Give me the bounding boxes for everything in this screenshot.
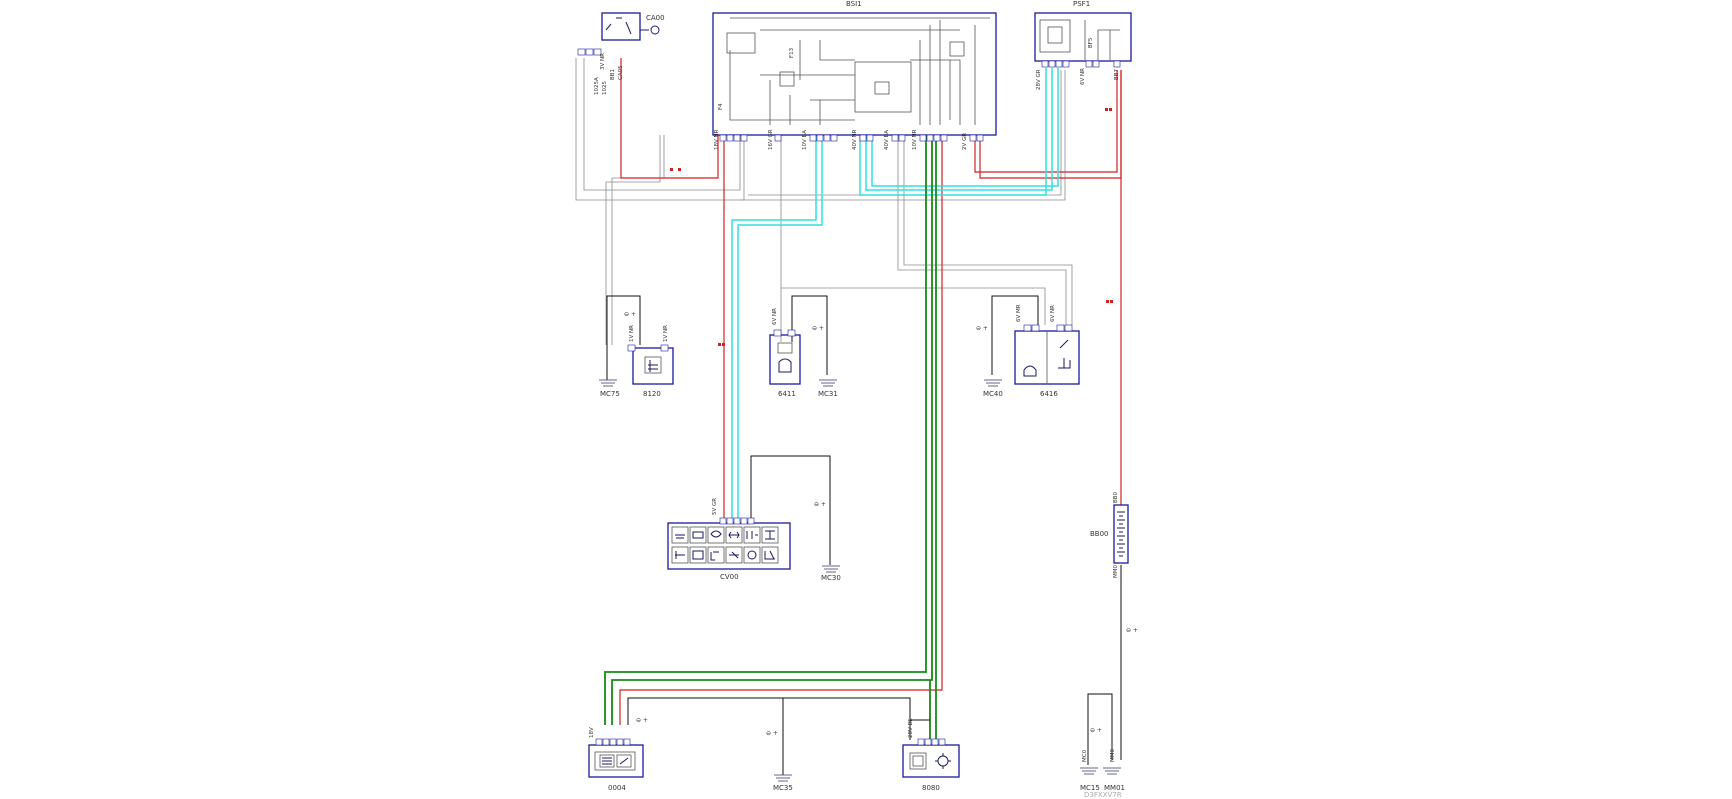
d0004-label: 0004 (608, 784, 626, 792)
bsi-conn-5: 40V BA (884, 130, 890, 150)
bb00-label: BB00 (1090, 530, 1109, 538)
ground-mark-3: ⊖ + (976, 325, 988, 332)
mc15-wire: MC0 (1082, 749, 1088, 762)
ca00-label: CA00 (646, 14, 665, 22)
ground-mm01: ⊖ + MM0 MM01 (1103, 627, 1138, 792)
psf-conn-1: 28V GR (1036, 69, 1042, 90)
ground-mark-2: ⊖ + (812, 325, 824, 332)
mm01-wire: MM0 (1110, 749, 1116, 762)
ca00-wire-2: 1025 (602, 81, 608, 95)
s8120-label: 8120 (643, 390, 661, 398)
component-8120: 1V NR 1V NR 8120 (627, 325, 674, 398)
component-6411: 6V NR 6411 (769, 308, 801, 398)
component-6416: 6V MR 6V NR 6416 (1014, 304, 1080, 398)
s6416-wire-a: 6V MR (1016, 304, 1022, 322)
component-ca00: CA00 3V NR 1025A 1025 BB1 CA05 (577, 12, 665, 95)
bsi-conn-7: 2V GR (962, 133, 968, 150)
ground-mark-1: ⊖ + (624, 311, 636, 318)
ground-mark-7: ⊖ + (1126, 627, 1138, 634)
ground-symbols: ⊖ + MC75 ⊖ + MC31 ⊖ + MC40 ⊖ + MC30 ⊖ + … (599, 296, 1138, 792)
m8080-label: 8080 (922, 784, 940, 792)
psf-wire-1: BF5 (1088, 37, 1094, 48)
ground-mc30-label: MC30 (821, 574, 841, 582)
green-wires (604, 135, 937, 740)
grey-wires (575, 58, 1073, 345)
ground-mm01-label: MM01 (1104, 784, 1125, 792)
ground-mark-8: ⊖ + (636, 717, 648, 724)
footer-code: D3FXXV7R (1084, 791, 1122, 799)
ca00-wire-4: CA05 (618, 65, 624, 80)
ground-mark-5: ⊖ + (766, 730, 778, 737)
psf-label: PSF1 (1073, 0, 1090, 8)
bsi-conn-6: 10V NR (912, 129, 918, 150)
s6411-label: 6411 (778, 390, 796, 398)
component-bsi1: BSI1 F4 F13 (712, 0, 997, 150)
psf-wire-2: BB7 (1114, 68, 1120, 80)
bb00-pos-wire: BB0 (1113, 491, 1119, 503)
cv00-icon-grid (671, 526, 779, 564)
cv00-wire: 5V GR (712, 498, 718, 515)
component-bb00: BB00 BB0 MM0 (1090, 491, 1129, 578)
ground-mc15-label: MC15 (1080, 784, 1100, 792)
bsi-conn-1: 18V NR (714, 129, 720, 150)
bsi-conn-3: 10V BA (802, 130, 808, 150)
s8120-wire-a: 1V NR (629, 325, 635, 342)
ground-mc75-label: MC75 (600, 390, 620, 398)
s6416-label: 6416 (1040, 390, 1058, 398)
s6416-wire-b: 6V NR (1050, 305, 1056, 322)
component-psf1: PSF1 28V GR 6V NR BF5 BB7 (1034, 0, 1132, 90)
ground-mc35-label: MC35 (773, 784, 793, 792)
ca00-conn-label: 3V NR (600, 53, 606, 70)
cyan-wires (731, 68, 1059, 520)
bb00-neg-wire: MM0 (1113, 565, 1119, 578)
s8120-wire-b: 1V NR (663, 325, 669, 342)
ca00-wire-1: 1025A (594, 77, 600, 95)
component-cv00: 5V GR CV00 (667, 498, 791, 581)
ground-mark-4: ⊖ + (814, 501, 826, 508)
bsi-inner-label-2: F13 (789, 47, 795, 58)
bsi-conn-2: 16V GR (768, 129, 774, 150)
bsi-conn-4: 40V NR (852, 129, 858, 150)
ground-mark-6: ⊖ + (1090, 727, 1102, 734)
component-8080: 28V BE 8080 (902, 718, 960, 792)
ground-mc30: ⊖ + MC30 (814, 501, 841, 582)
ground-mc40-label: MC40 (983, 390, 1003, 398)
ground-mc75: ⊖ + MC75 (599, 296, 636, 398)
component-0004: 18V 0004 (588, 727, 644, 792)
m8080-wire: 28V BE (908, 718, 914, 738)
bsi-label: BSI1 (846, 0, 862, 8)
ground-mc31-label: MC31 (818, 390, 838, 398)
cv00-label: CV00 (720, 573, 739, 581)
s6411-wire: 6V NR (772, 308, 778, 325)
bsi-pins (719, 134, 984, 142)
black-wires (606, 295, 1122, 775)
ca00-wire-3: BB1 (610, 69, 616, 80)
bsi-inner-label-1: F4 (718, 103, 724, 110)
ground-mc35: ⊖ + MC35 (766, 730, 793, 792)
d0004-wire: 18V (589, 727, 595, 738)
red-markers (670, 108, 1113, 346)
psf-conn-2: 6V NR (1080, 68, 1086, 85)
ground-mc31: ⊖ + MC31 (812, 325, 838, 398)
ground-mc15: ⊖ + MC0 MC15 (1080, 727, 1102, 792)
ground-mc40: ⊖ + MC40 (976, 325, 1003, 398)
